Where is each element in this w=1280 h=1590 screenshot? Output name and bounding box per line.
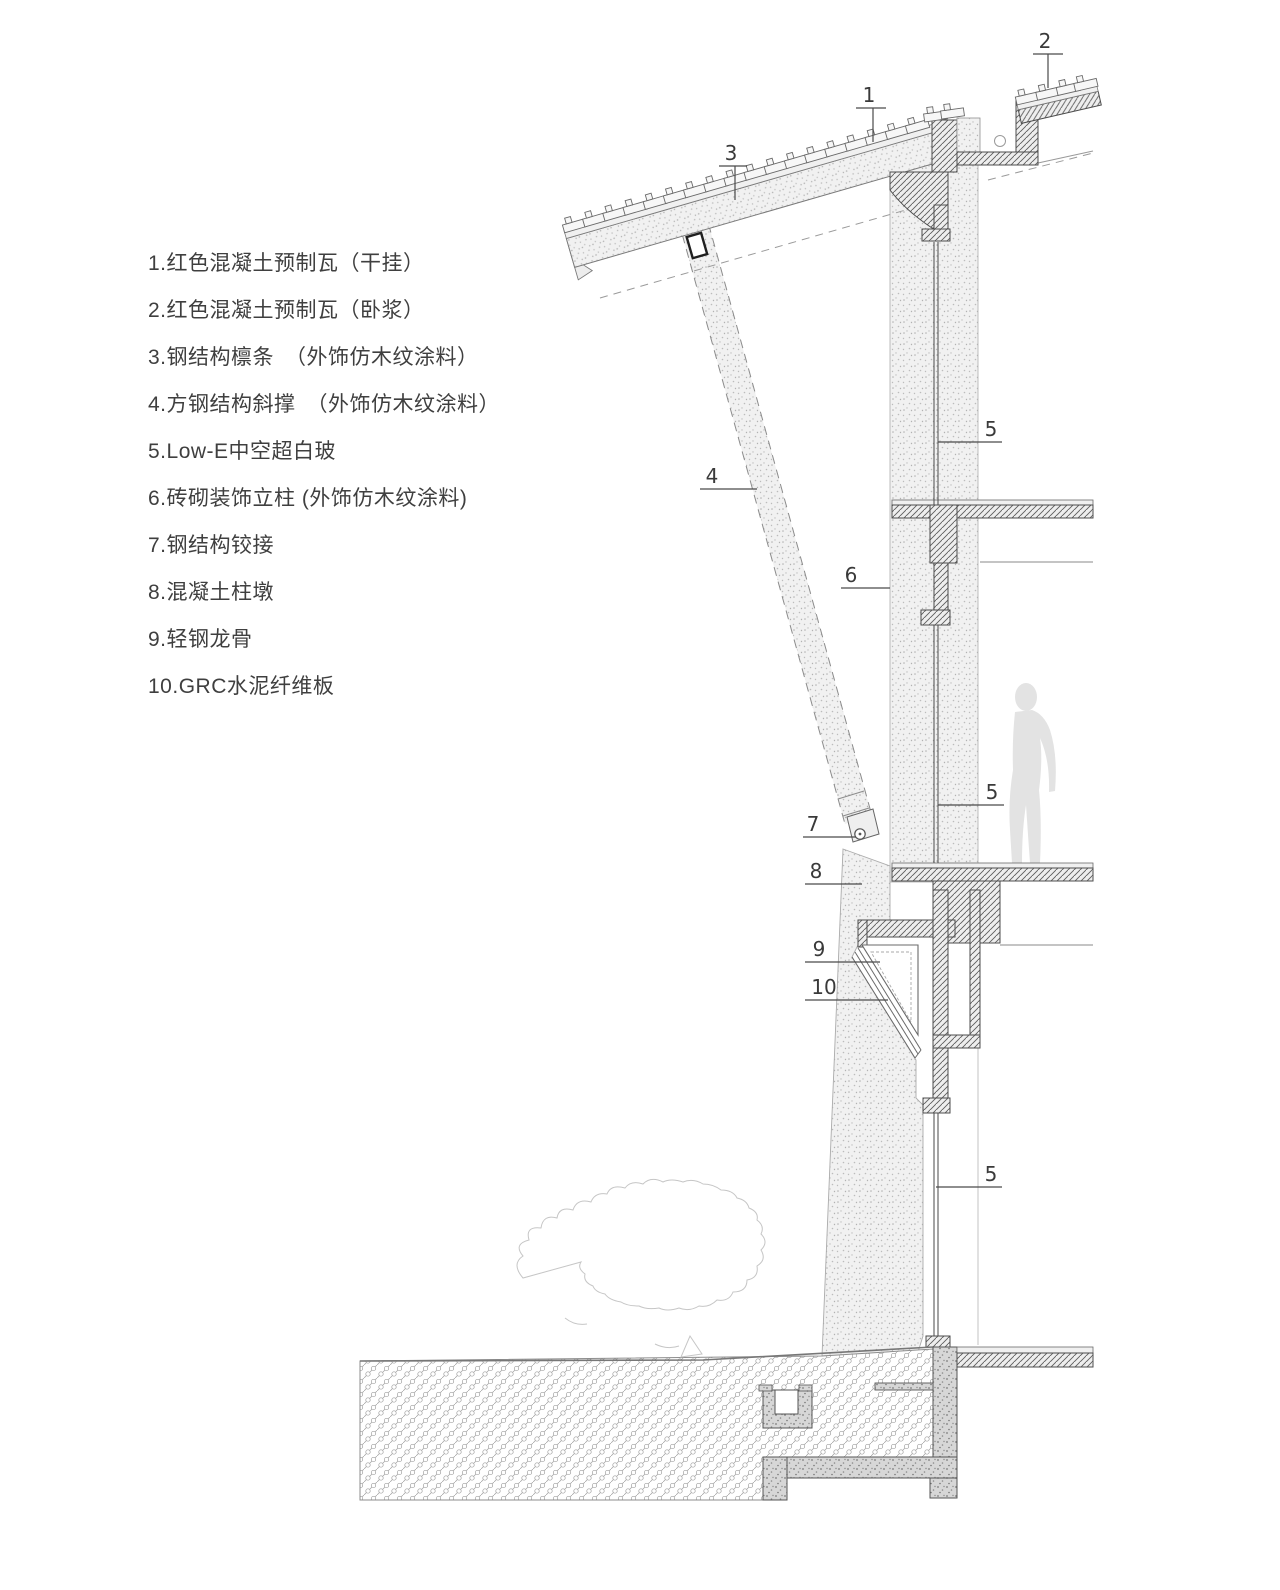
interior-floor-screed xyxy=(956,1346,1094,1354)
steel-purlin xyxy=(685,231,709,260)
glass-bottom-sill xyxy=(925,1335,951,1348)
upper-ceiling-dashed-line xyxy=(987,152,1094,181)
drain-pipe xyxy=(994,135,1006,147)
roof-ceiling-dashed-line xyxy=(599,202,931,299)
corbel xyxy=(889,171,951,242)
upper-roof xyxy=(1013,72,1102,124)
callout-label: 8 xyxy=(810,859,823,883)
ground-foundation xyxy=(359,1346,1094,1501)
person-silhouette xyxy=(1009,683,1056,863)
interior-floor-slab xyxy=(956,1352,1094,1368)
legend-item: 5.Low-E中空超白玻 xyxy=(148,440,337,463)
callout-label: 5 xyxy=(986,780,999,804)
callouts: 1 2 3 4 5 5 5 6 7 8 9 10 xyxy=(700,29,1063,1188)
legend-item: 1.红色混凝土预制瓦（干挂） xyxy=(148,252,425,275)
legend-item: 7.钢结构铰接 xyxy=(148,534,275,557)
legend-item: 2.红色混凝土预制瓦（卧浆） xyxy=(148,299,425,322)
callout-label: 2 xyxy=(1039,29,1052,53)
callout-label: 5 xyxy=(985,417,998,441)
legend: 1.红色混凝土预制瓦（干挂） 2.红色混凝土预制瓦（卧浆） 3.钢结构檩条 （外… xyxy=(148,240,500,710)
callout-label: 9 xyxy=(813,937,826,961)
drain-channel xyxy=(758,1384,813,1429)
callout-label: 1 xyxy=(863,83,876,107)
legend-item: 8.混凝土柱墩 xyxy=(148,581,275,604)
callout-label: 5 xyxy=(985,1162,998,1186)
upper-floor-slab xyxy=(891,499,1094,626)
legend-item: 4.方钢结构斜撑 （外饰仿木纹涂料） xyxy=(148,393,501,416)
fascia-line xyxy=(1037,150,1094,164)
legend-item: 9.轻钢龙骨 xyxy=(148,628,253,651)
grade-line xyxy=(359,1346,934,1362)
soffit-assembly xyxy=(851,889,981,1114)
grc-board xyxy=(851,947,922,1059)
callout-label: 3 xyxy=(725,141,738,165)
steel-hinge xyxy=(846,808,880,843)
legend-item: 10.GRC水泥纤维板 xyxy=(148,675,335,698)
steel-brace xyxy=(680,221,873,825)
callout-label: 4 xyxy=(706,464,719,488)
shrub xyxy=(516,1178,766,1358)
footing-slab xyxy=(762,1456,958,1479)
callout-label: 7 xyxy=(807,812,820,836)
callout-label: 6 xyxy=(845,563,858,587)
gutter xyxy=(922,99,1039,173)
callout-label: 10 xyxy=(811,975,836,999)
legend-item: 3.钢结构檩条 （外饰仿木纹涂料） xyxy=(148,346,479,369)
legend-item: 6.砖砌装饰立柱 (外饰仿木纹涂料) xyxy=(148,487,468,510)
keel-triangle xyxy=(861,944,919,1037)
glazing xyxy=(933,242,939,1336)
interior-ledge xyxy=(874,1382,934,1391)
